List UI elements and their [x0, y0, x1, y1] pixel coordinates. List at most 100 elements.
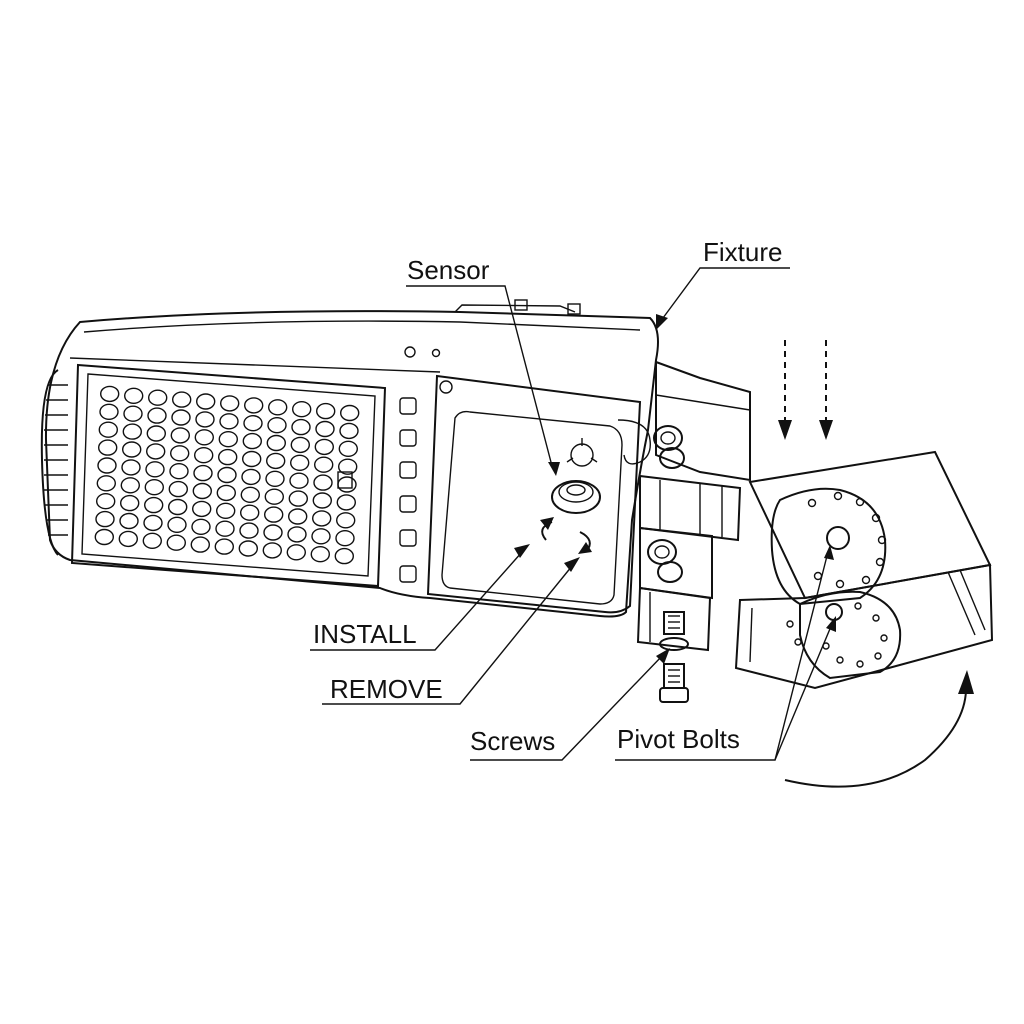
led-lens — [145, 443, 166, 460]
label-install: INSTALL — [313, 619, 417, 649]
led-lens — [121, 459, 141, 476]
label-fixture: Fixture — [703, 237, 782, 267]
label-sensor: Sensor — [407, 255, 490, 285]
led-lens — [311, 528, 331, 545]
led-lens — [170, 427, 191, 444]
led-lens — [169, 445, 190, 462]
label-pivot-bolts: Pivot Bolts — [617, 724, 740, 754]
led-lens — [119, 494, 140, 512]
led-lens — [340, 404, 360, 422]
led-array — [94, 385, 360, 565]
callout-leaders — [310, 267, 836, 761]
led-lens — [168, 480, 189, 498]
led-lens — [171, 391, 192, 408]
led-lens — [339, 422, 359, 440]
led-lens — [335, 530, 355, 547]
led-lens — [191, 518, 211, 535]
led-lens — [143, 496, 164, 514]
fixture-body — [40, 299, 659, 618]
screw-icon — [659, 663, 689, 703]
led-lens — [266, 452, 286, 470]
led-lens — [97, 439, 118, 456]
led-lens — [238, 540, 259, 557]
led-lens — [99, 403, 119, 420]
driver-cover — [426, 374, 651, 614]
led-lens — [98, 421, 119, 438]
led-lens — [288, 490, 308, 507]
led-lens — [219, 395, 240, 412]
led-lens — [119, 512, 139, 530]
led-lens — [241, 450, 262, 468]
led-lens — [214, 538, 235, 555]
led-lens — [264, 506, 284, 523]
led-lens — [142, 532, 163, 549]
led-lens — [191, 500, 212, 518]
led-lens — [266, 434, 286, 452]
led-lens — [264, 488, 284, 505]
led-lens — [218, 431, 239, 448]
led-lens — [171, 409, 191, 426]
led-lens — [215, 502, 236, 519]
led-lens — [242, 432, 263, 450]
led-lens — [147, 407, 167, 424]
sensor-icon — [551, 438, 601, 514]
led-lens — [123, 405, 143, 422]
led-lens — [219, 413, 239, 430]
led-lens — [310, 546, 330, 563]
led-lens — [289, 472, 309, 489]
led-lens — [144, 479, 165, 496]
led-lens — [337, 476, 357, 493]
led-lens — [267, 417, 287, 434]
led-lens — [167, 516, 187, 533]
led-lens — [195, 393, 216, 410]
led-lens — [167, 498, 188, 516]
led-lens — [338, 458, 358, 475]
led-lens — [95, 510, 115, 528]
led-lens — [97, 457, 117, 474]
led-lens — [312, 510, 332, 527]
led-lens — [122, 423, 143, 440]
led-lens — [193, 464, 213, 482]
led-lens — [265, 470, 285, 487]
led-lens — [241, 468, 261, 486]
button-column — [399, 397, 417, 583]
mount-knuckle — [636, 360, 751, 703]
led-lens — [96, 475, 117, 492]
led-panel — [70, 363, 387, 588]
heat-sink-fins — [40, 369, 68, 556]
led-lens — [147, 389, 168, 406]
led-lens — [239, 504, 260, 521]
dashed-down-arrows — [778, 340, 833, 440]
led-lens — [192, 482, 213, 500]
led-lens — [290, 454, 310, 471]
led-lens — [336, 512, 356, 529]
led-lens — [239, 522, 259, 539]
led-lens — [315, 420, 335, 438]
led-lens — [262, 542, 282, 559]
label-remove: REMOVE — [330, 674, 443, 704]
led-lens — [143, 514, 163, 532]
led-lens — [292, 401, 312, 418]
led-lens — [314, 456, 334, 473]
led-lens — [195, 411, 215, 428]
led-lens — [290, 436, 310, 454]
rotation-arrow-icon — [784, 670, 974, 788]
led-lens — [95, 493, 116, 510]
led-lens — [288, 508, 308, 525]
led-lens — [166, 534, 187, 551]
led-lens — [215, 520, 235, 537]
led-lens — [169, 463, 189, 480]
led-lens — [146, 425, 167, 442]
led-lens — [120, 477, 141, 494]
led-lens — [240, 486, 261, 503]
led-lens — [94, 528, 115, 546]
led-lens — [216, 484, 237, 502]
led-lens — [243, 397, 264, 414]
led-lens — [336, 494, 356, 511]
led-lens — [313, 474, 333, 491]
led-lens — [338, 440, 358, 457]
led-lens — [312, 492, 332, 509]
led-lens — [286, 544, 306, 561]
led-lens — [99, 385, 120, 403]
